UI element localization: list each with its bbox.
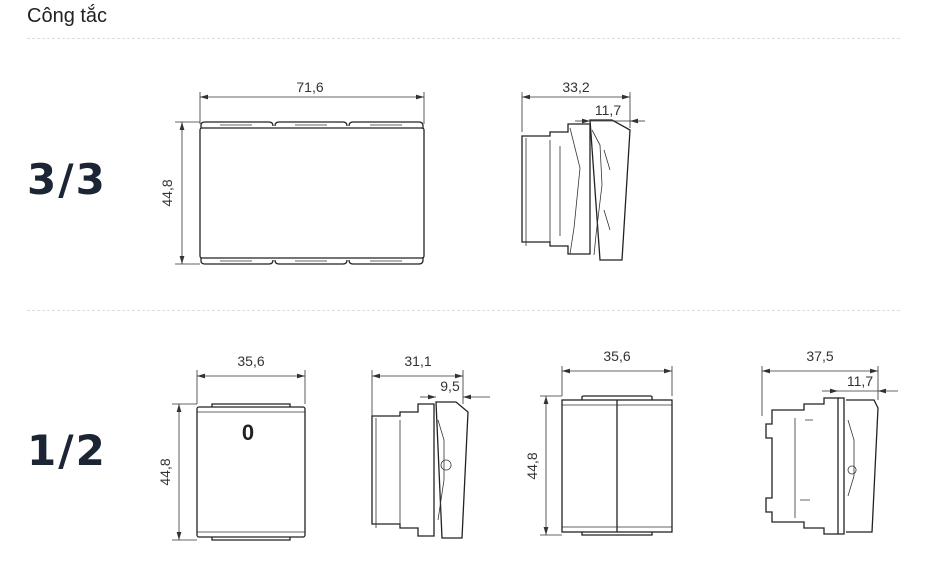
dimension-depth: 37,5 (761, 348, 879, 416)
side-view-2-module (765, 397, 879, 535)
divider (27, 310, 900, 311)
dimension-width: 35,6 (561, 348, 673, 396)
dimension-label: 44,8 (159, 179, 175, 206)
dimension-label: 11,7 (595, 102, 621, 118)
dimension-label: 35,6 (237, 353, 264, 369)
side-view-1-module (371, 401, 469, 539)
dimension-rocker: 11,7 (575, 102, 645, 124)
dimension-label: 44,8 (524, 452, 540, 479)
front-view-2-module (561, 395, 673, 536)
dimension-label: 71,6 (296, 79, 323, 95)
dimension-width: 35,6 (196, 353, 306, 404)
dimension-height: 44,8 (157, 403, 197, 541)
dimension-rocker: 9,5 (420, 378, 490, 400)
dimension-label: 31,1 (404, 353, 431, 369)
dimension-depth: 33,2 (521, 79, 631, 132)
size-label-3-3: 3/3 (27, 155, 107, 204)
dimension-label: 33,2 (562, 79, 589, 95)
divider (27, 38, 900, 39)
switch-symbol: 0 (242, 420, 254, 445)
dimension-label: 9,5 (440, 378, 460, 394)
dimension-height: 44,8 (159, 121, 200, 265)
page-title: Công tắc (27, 5, 108, 27)
front-view-3-gang (199, 121, 425, 265)
dimension-label: 11,7 (847, 373, 873, 389)
size-label-1-2: 1/2 (27, 426, 107, 475)
dimension-rocker: 11,7 (822, 373, 898, 394)
dimension-height: 44,8 (524, 395, 562, 536)
front-view-1-module: 0 (196, 403, 306, 541)
dimension-label: 35,6 (603, 348, 630, 364)
dimension-label: 37,5 (806, 348, 833, 364)
dimension-width: 71,6 (199, 79, 425, 124)
dimension-label: 44,8 (157, 458, 173, 485)
side-view-3-gang (521, 119, 631, 261)
